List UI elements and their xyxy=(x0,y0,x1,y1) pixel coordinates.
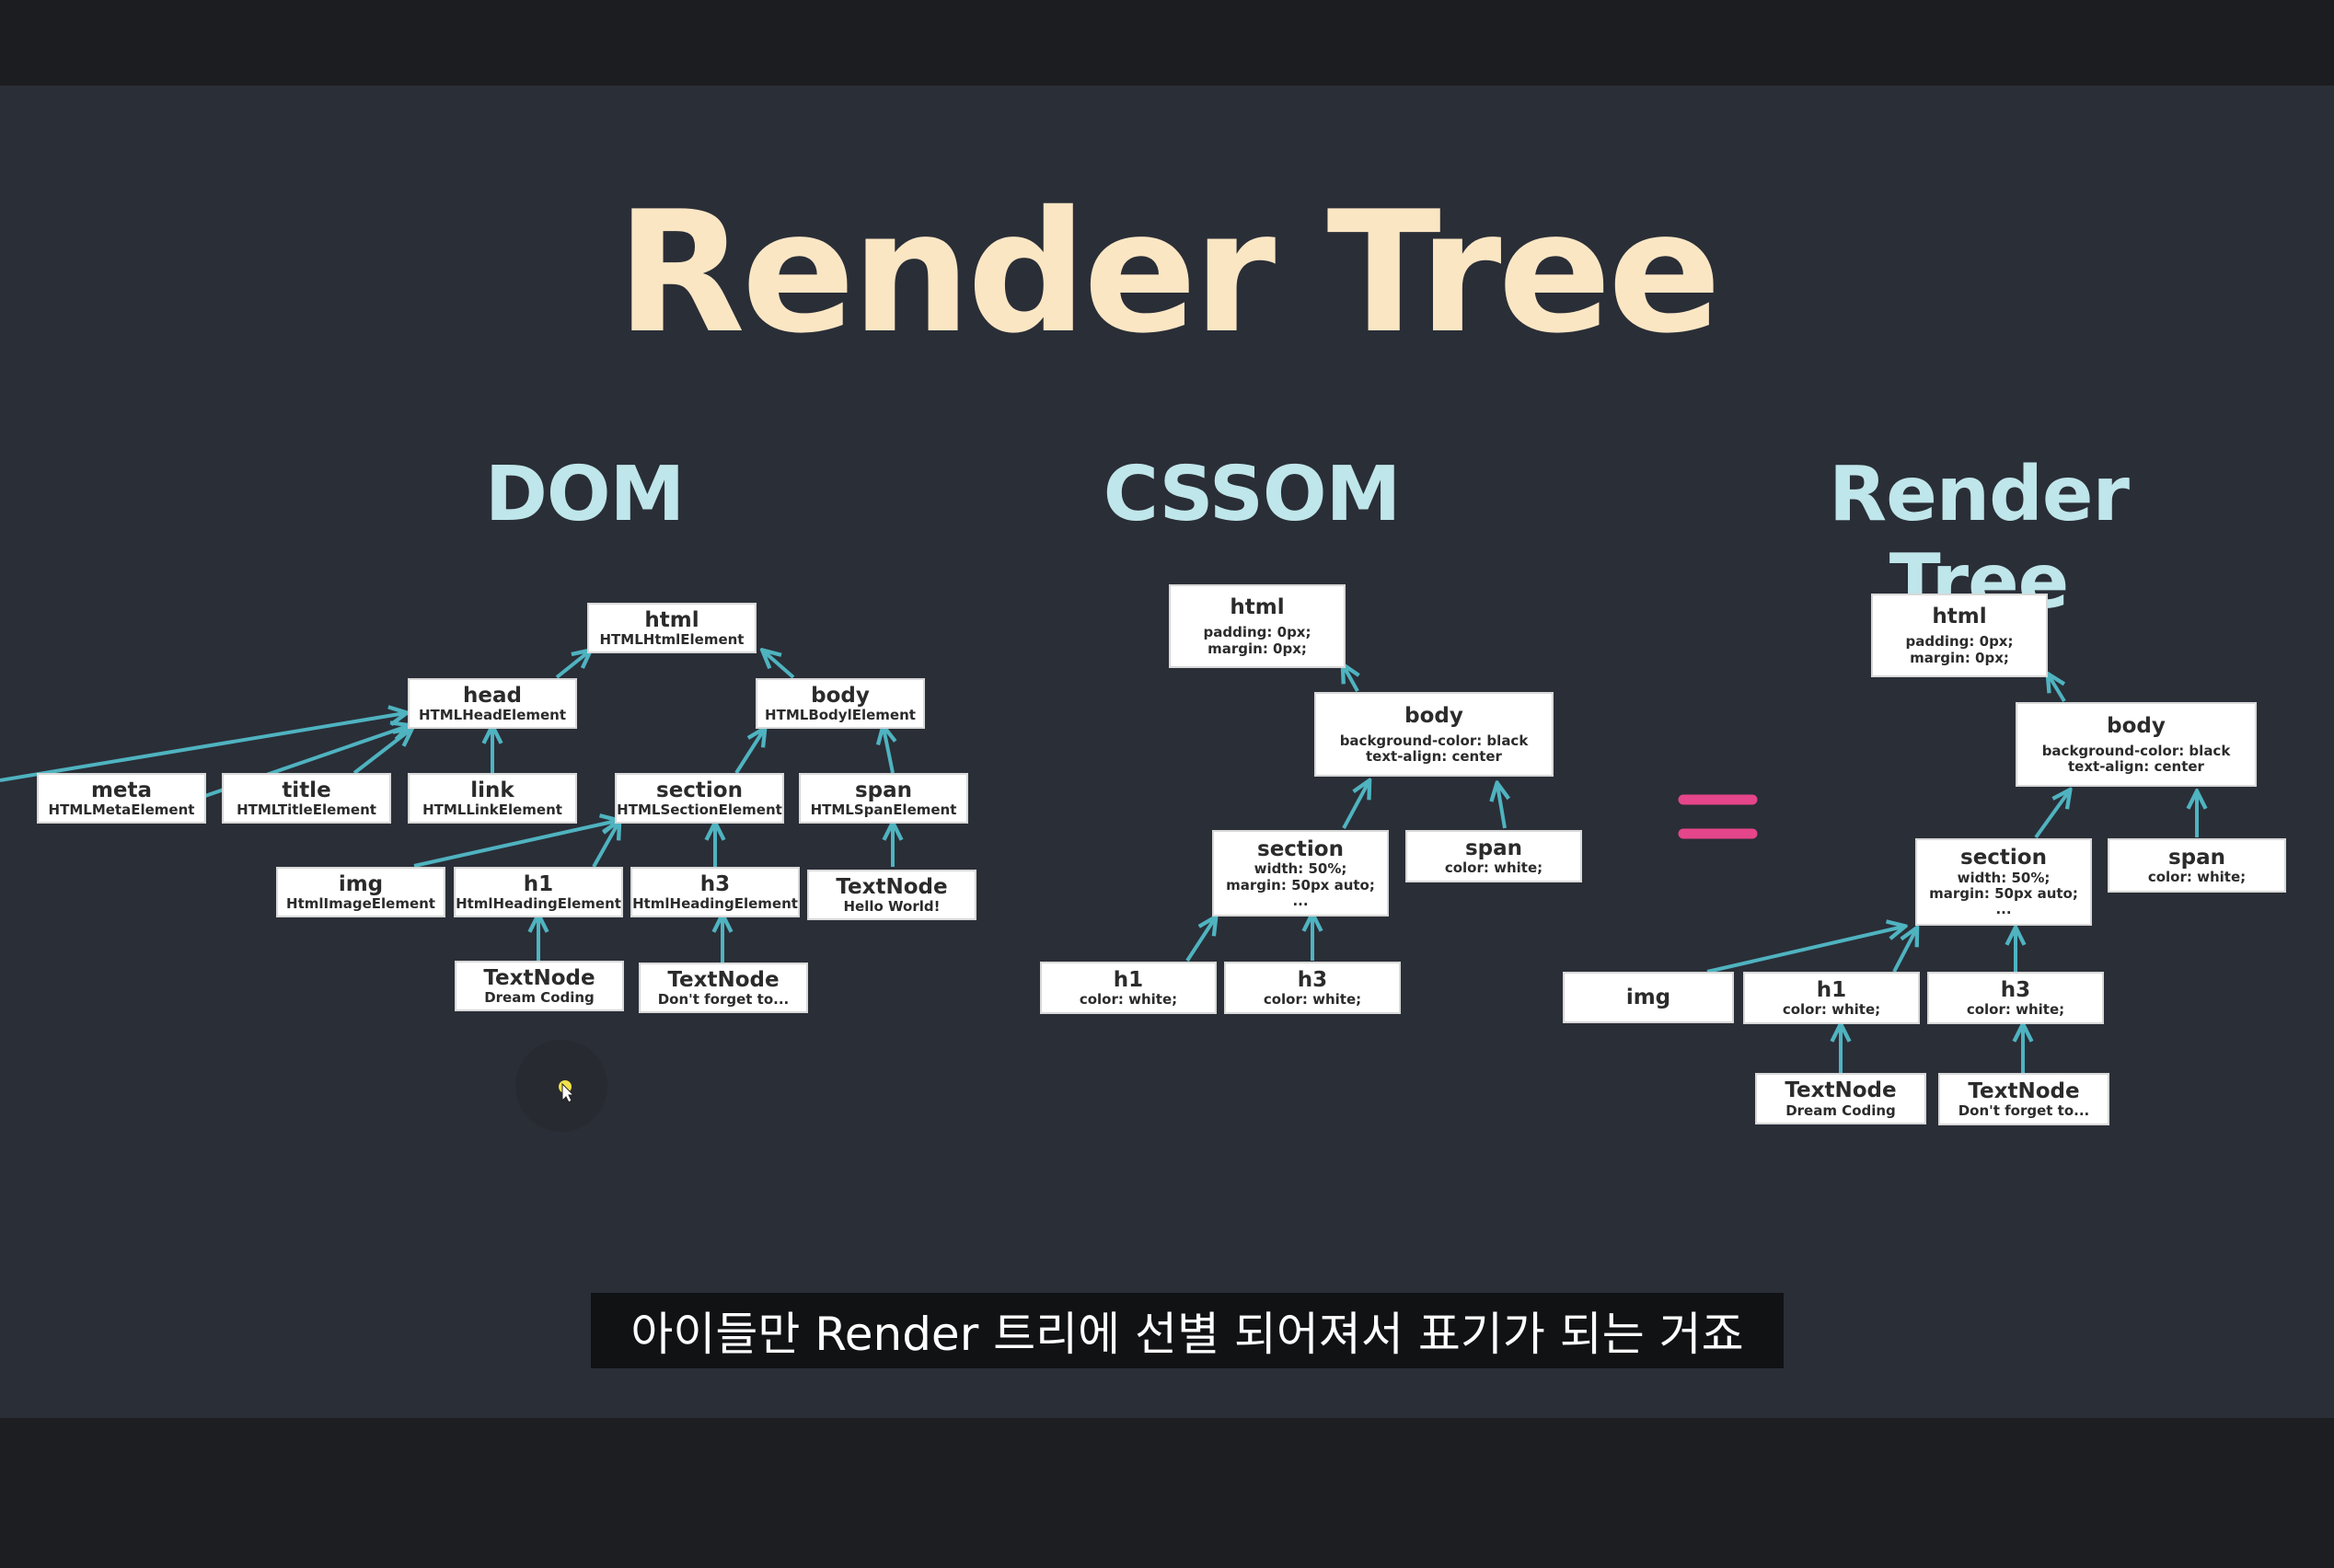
video-bottom-bar xyxy=(0,1418,2334,1568)
render-node-img: img xyxy=(1563,972,1734,1023)
video-subtitle: 아이들만 Render 트리에 선별 되어져서 표기가 되는 거죠 xyxy=(591,1293,1784,1368)
cssom-heading: CSSOM xyxy=(1103,451,1401,538)
dom-heading: DOM xyxy=(484,451,685,538)
video-top-bar xyxy=(0,0,2334,86)
slide-title: Render Tree xyxy=(616,175,1722,370)
cursor-icon xyxy=(559,1080,575,1103)
pointer-highlight xyxy=(515,1040,607,1132)
